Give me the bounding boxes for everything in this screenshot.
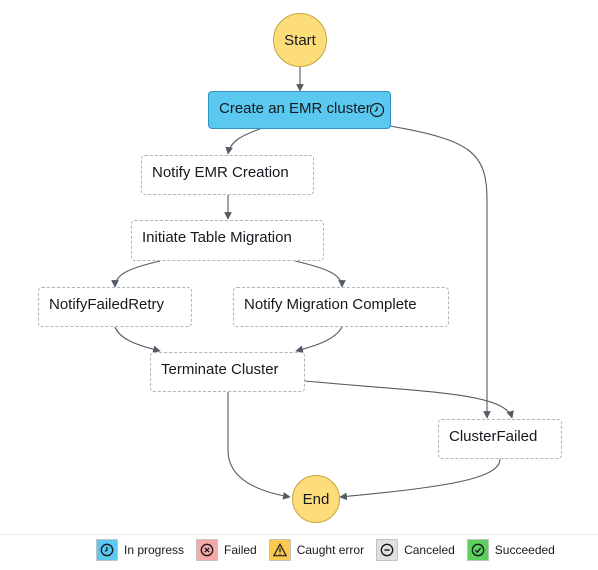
legend-label-succeeded: Succeeded	[494, 543, 555, 557]
minus-circle-icon	[376, 539, 399, 561]
edge-initiate-to-notifycomplete	[294, 260, 346, 288]
legend-label-caught-error: Caught error	[296, 543, 365, 557]
notify-migration-complete-label: Notify Migration Complete	[244, 296, 417, 313]
legend-item-canceled: Canceled	[376, 539, 455, 561]
edge-clusterfailed-to-end	[339, 458, 501, 501]
initiate-table-migration-label: Initiate Table Migration	[142, 229, 292, 246]
legend-label-failed: Failed	[224, 543, 257, 557]
legend-item-in-progress: In progress	[96, 539, 184, 561]
warning-icon	[268, 539, 291, 561]
edges-layer	[111, 67, 514, 501]
x-circle-icon	[196, 539, 219, 561]
cluster-failed-state[interactable]: ClusterFailed	[438, 419, 562, 459]
notify-emr-creation-state[interactable]: Notify EMR Creation	[141, 155, 314, 195]
edge-initiate-to-notifyfailed	[111, 260, 161, 288]
notify-failed-retry-state[interactable]: NotifyFailedRetry	[38, 287, 192, 327]
start-state[interactable]: Start	[273, 13, 327, 67]
edge-create-to-clusterfailed	[389, 125, 491, 419]
check-circle-icon	[466, 539, 489, 561]
initiate-table-migration-state[interactable]: Initiate Table Migration	[131, 220, 324, 261]
terminate-cluster-label: Terminate Cluster	[161, 361, 279, 378]
terminate-cluster-state[interactable]: Terminate Cluster	[150, 352, 305, 392]
notify-failed-retry-label: NotifyFailedRetry	[49, 296, 165, 313]
cluster-failed-label: ClusterFailed	[449, 428, 538, 445]
legend-item-succeeded: Succeeded	[466, 539, 555, 561]
legend-divider	[0, 534, 598, 535]
legend-label-canceled: Canceled	[404, 543, 455, 557]
start-state-label: Start	[284, 31, 316, 49]
state-machine-graph: Start Create an EMR cluster Notify EMR C…	[38, 13, 562, 523]
clock-icon	[96, 539, 118, 561]
status-legend: In progress Failed Caught error Canceled	[96, 538, 567, 562]
edge-terminate-to-end	[227, 392, 291, 500]
legend-label-in-progress: In progress	[124, 543, 185, 557]
edge-notifyfailed-to-terminate	[114, 326, 161, 354]
edge-terminate-to-clusterfailed	[304, 380, 514, 419]
end-state-label: End	[302, 490, 330, 508]
end-state[interactable]: End	[292, 475, 340, 523]
legend-item-caught-error: Caught error	[268, 539, 365, 561]
legend-item-failed: Failed	[196, 539, 257, 561]
clock-icon	[369, 102, 385, 118]
create-emr-cluster-state[interactable]: Create an EMR cluster	[208, 91, 391, 129]
notify-migration-complete-state[interactable]: Notify Migration Complete	[233, 287, 449, 327]
create-emr-cluster-label: Create an EMR cluster	[219, 100, 371, 117]
edge-notifycomplete-to-terminate	[295, 326, 343, 353]
notify-emr-creation-label: Notify EMR Creation	[152, 164, 289, 181]
edge-create-to-notify	[225, 128, 261, 155]
